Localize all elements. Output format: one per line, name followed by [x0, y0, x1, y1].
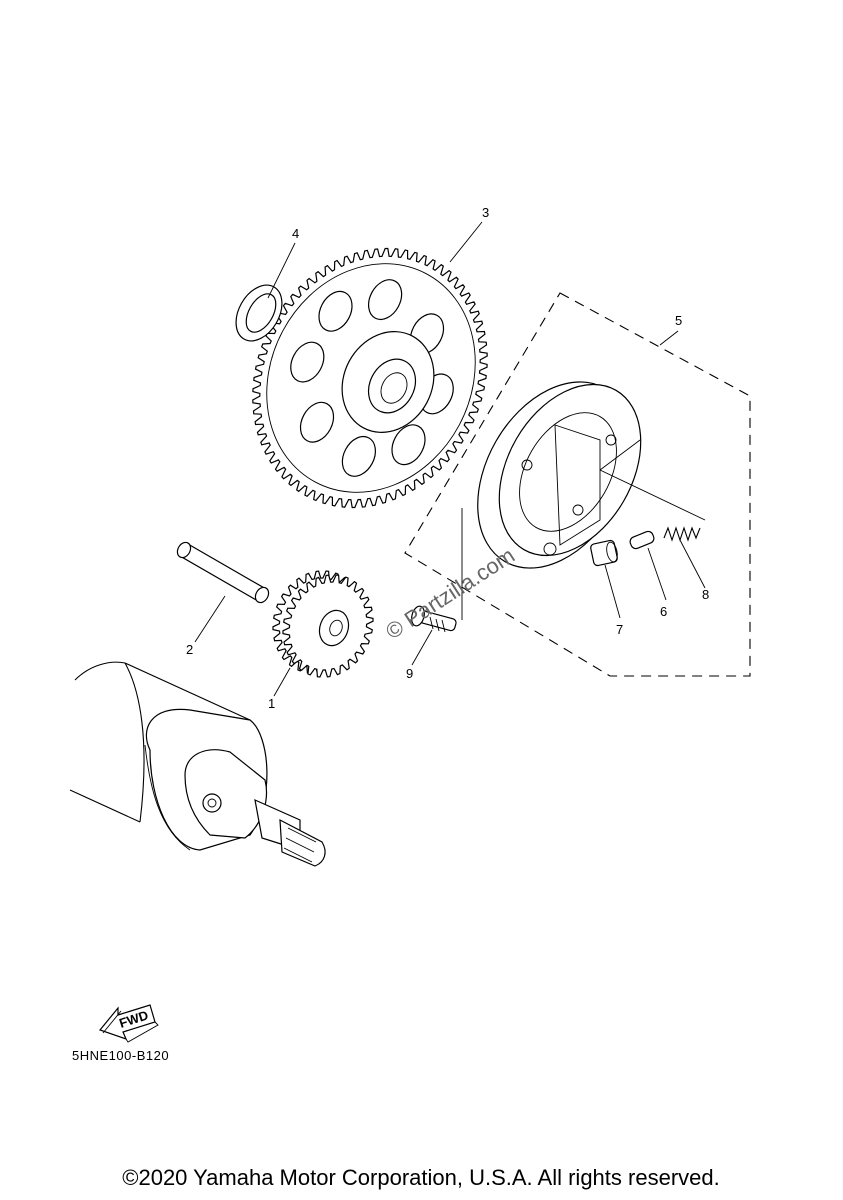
- bolt: [411, 605, 457, 633]
- fwd-arrow-icon: FWD: [98, 1004, 159, 1043]
- leader-lines: [194, 221, 706, 697]
- idler-gear: [272, 570, 374, 678]
- callout-5: 5: [675, 313, 682, 328]
- starter-motor: [69, 661, 326, 867]
- gear-hole: [367, 279, 403, 321]
- gear-hole: [290, 341, 325, 383]
- diagram-code: 5HNE100-B120: [72, 1048, 169, 1063]
- callout-1: 1: [268, 696, 275, 711]
- callout-2: 2: [186, 642, 193, 657]
- callout-4: 4: [292, 226, 299, 241]
- coil-spring: [663, 526, 701, 542]
- callout-6: 6: [660, 604, 667, 619]
- idler-shaft: [176, 541, 270, 604]
- callout-9: 9: [406, 666, 413, 681]
- gear-hole: [391, 424, 426, 466]
- callout-3: 3: [482, 205, 489, 220]
- gear-hole: [318, 290, 353, 332]
- gear-hole: [299, 401, 335, 443]
- washer: [235, 284, 283, 342]
- roller: [590, 539, 618, 567]
- callout-7: 7: [616, 622, 623, 637]
- copyright-notice: ©2020 Yamaha Motor Corporation, U.S.A. A…: [122, 1165, 719, 1190]
- gear-hole: [341, 435, 377, 477]
- starter-wheel-gear: [252, 247, 488, 509]
- spring-cap: [629, 530, 655, 550]
- callout-8: 8: [702, 587, 709, 602]
- starter-clutch-assembly: [404, 292, 751, 677]
